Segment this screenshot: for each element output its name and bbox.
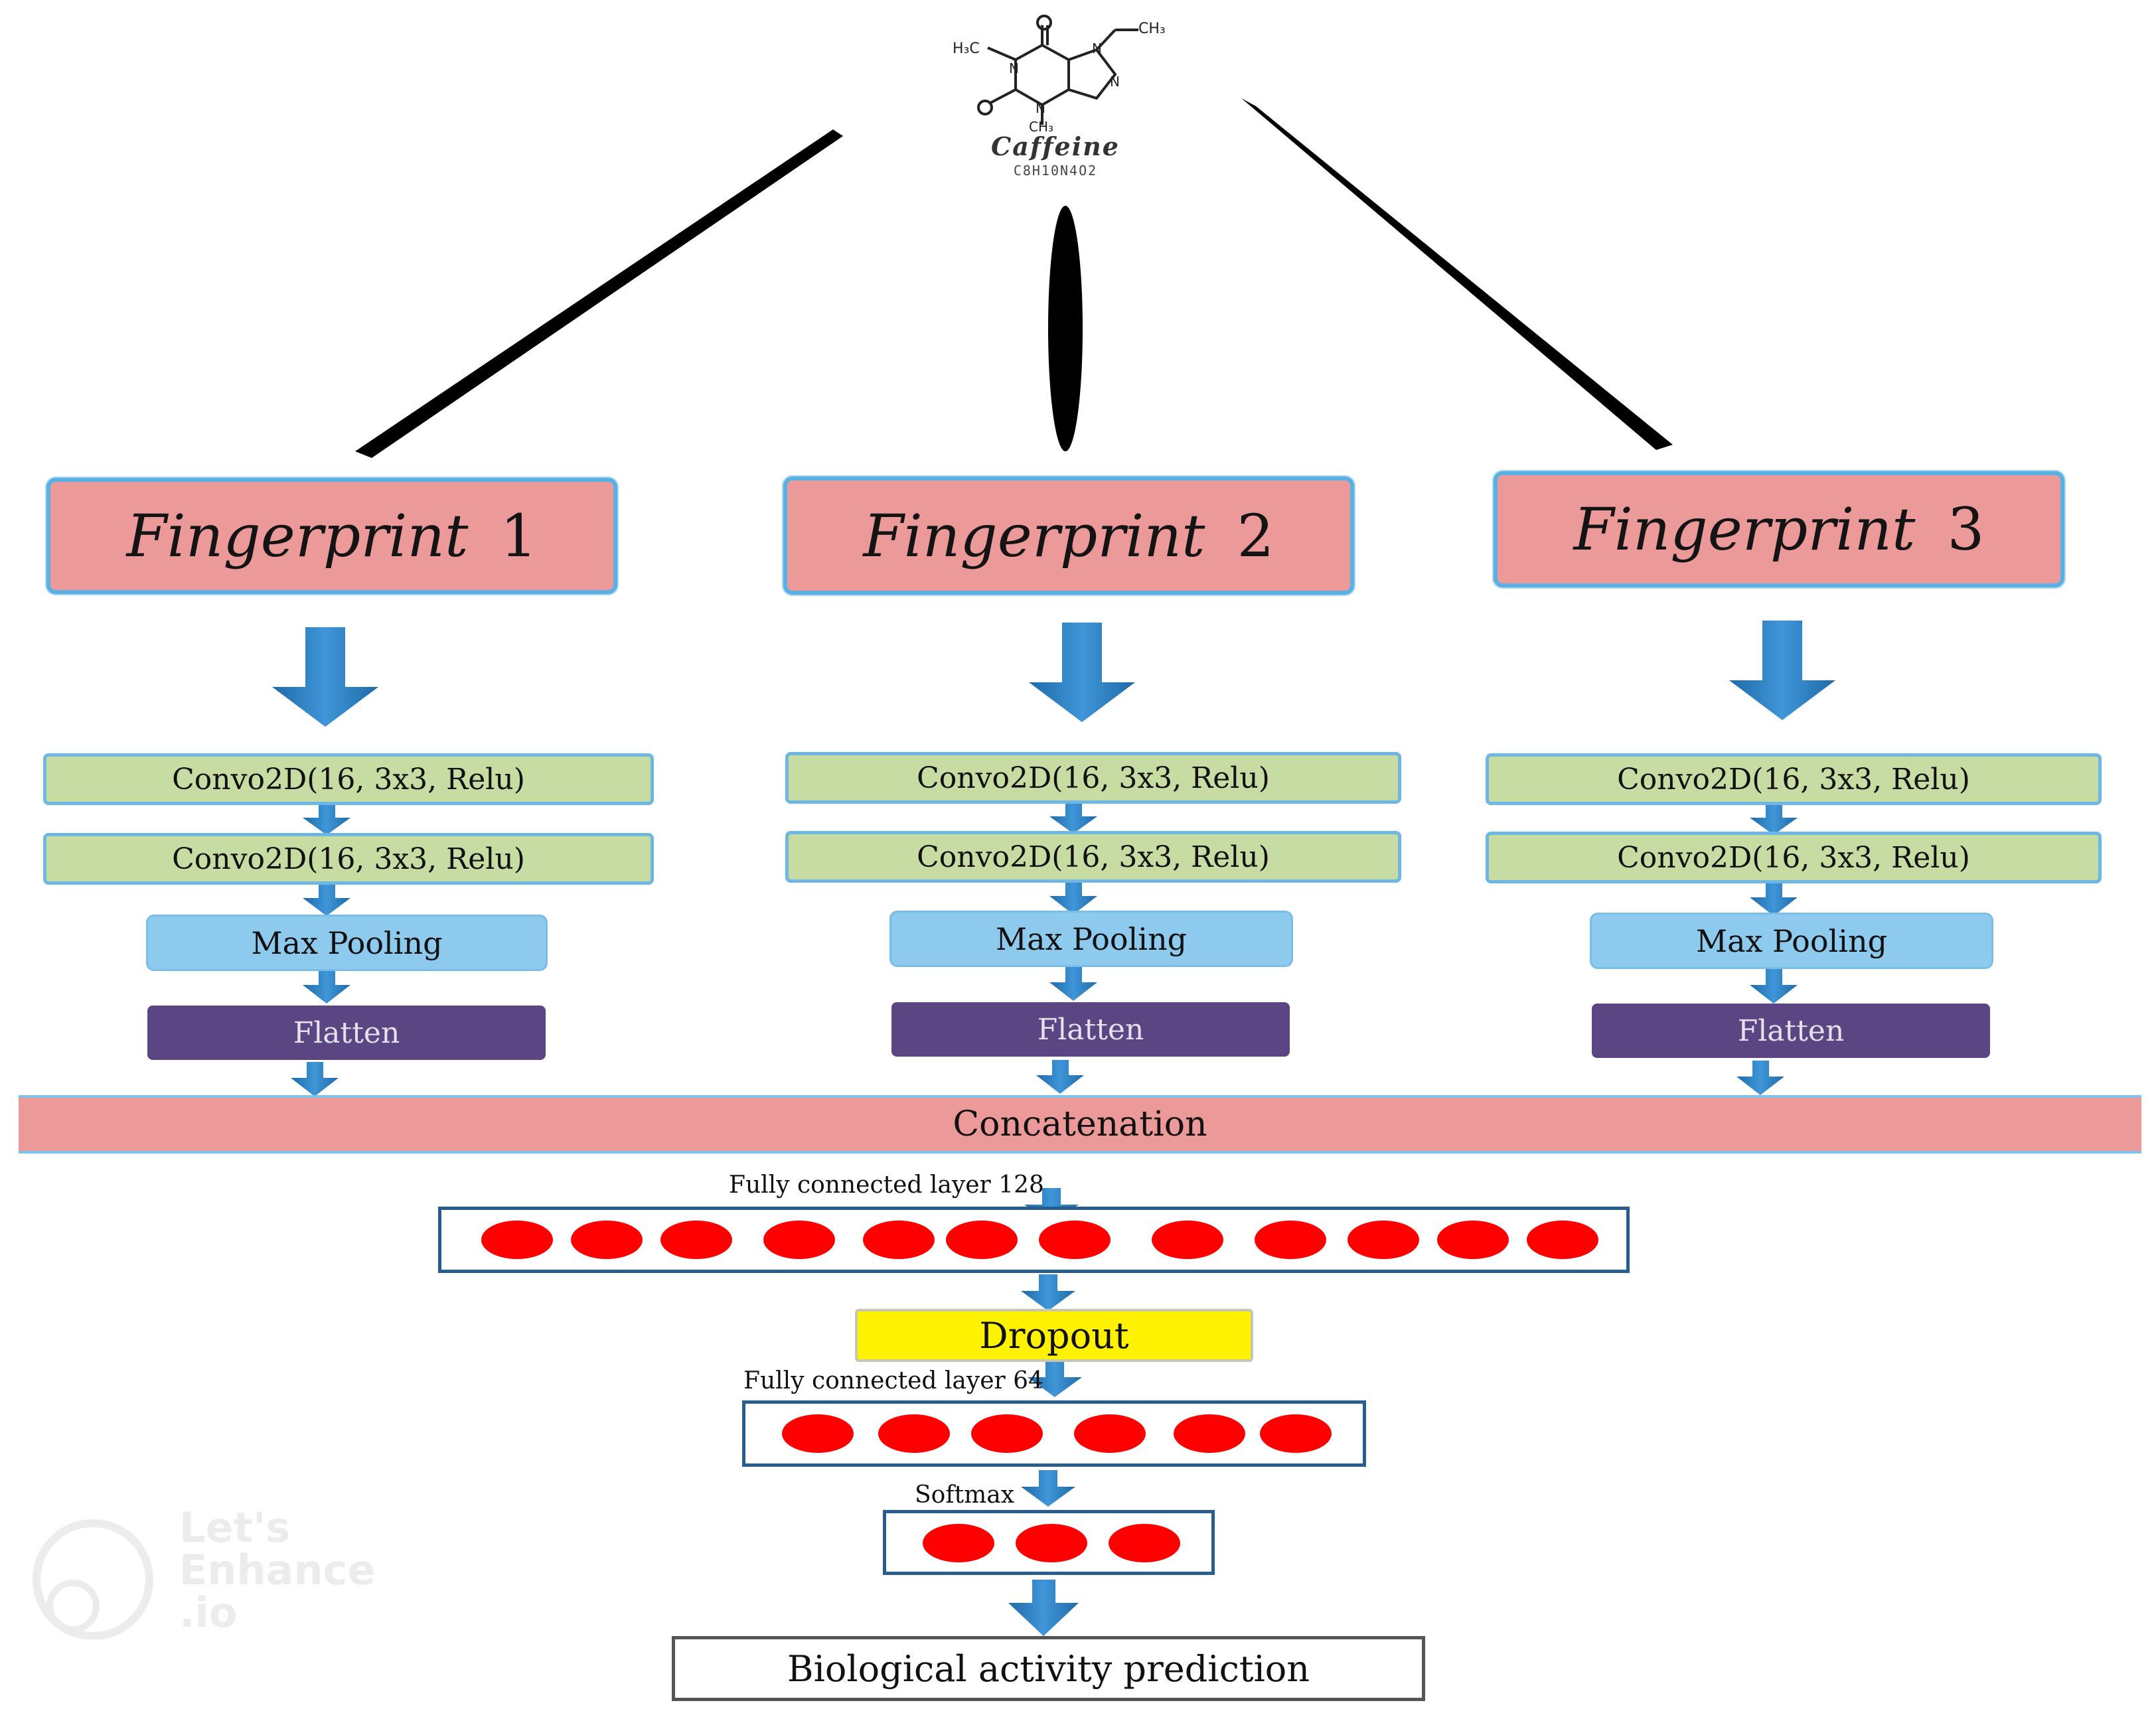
neuron (971, 1414, 1043, 1453)
connector-right (1241, 98, 1673, 450)
conv2d-layer-1-col3: Convo2D(16, 3x3, Relu) (1486, 753, 2102, 805)
fingerprint-number: 2 (1237, 501, 1274, 570)
svg-text:CH₃: CH₃ (1029, 119, 1053, 133)
fingerprint-1-box: Fingerprint 1 (46, 478, 617, 594)
neuron (660, 1221, 732, 1259)
neuron (1039, 1221, 1111, 1259)
conv2d-layer-2-col3: Convo2D(16, 3x3, Relu) (1486, 832, 2102, 883)
softmax-label: Softmax (915, 1481, 1015, 1509)
svg-text:N: N (1036, 100, 1045, 116)
neuron (1255, 1221, 1326, 1259)
conv2d-layer-1-col2: Convo2D(16, 3x3, Relu) (785, 752, 1401, 804)
neuron (1527, 1221, 1598, 1259)
fingerprint-label: Fingerprint (126, 502, 469, 570)
neuron (1437, 1221, 1509, 1259)
watermark-logo-icon (33, 1519, 153, 1640)
neuron (946, 1221, 1018, 1259)
fingerprint-label: Fingerprint (1573, 495, 1916, 563)
fc64-label: Fully connected layer 64 (743, 1367, 1043, 1394)
neuron (1260, 1414, 1332, 1453)
neuron (571, 1221, 643, 1259)
svg-text:H₃C: H₃C (953, 40, 980, 57)
neuron (1348, 1221, 1419, 1259)
conv2d-layer-2-col1: Convo2D(16, 3x3, Relu) (43, 833, 654, 885)
svg-text:N: N (1009, 60, 1019, 76)
molecule-name: Caffeine (991, 131, 1120, 161)
arrow-fp3 (1729, 621, 1835, 720)
molecule-structure-icon: H₃C N N N N CH₃ CH₃ (953, 15, 1166, 135)
neuron (1174, 1414, 1245, 1453)
max-pooling-col1: Max Pooling (146, 915, 548, 971)
connector-middle (1048, 206, 1083, 451)
arrow-fp2 (1029, 623, 1135, 722)
output-box: Biological activity prediction (672, 1636, 1425, 1701)
fingerprint-label: Fingerprint (863, 501, 1205, 570)
concatenation-bar: Concatenation (19, 1095, 2141, 1154)
dropout-box: Dropout (855, 1309, 1253, 1362)
neuron (863, 1221, 935, 1259)
caffeine-molecule: H₃C N N N N CH₃ CH₃ Caffeine C8H10N4O2 (916, 13, 1182, 199)
neuron (763, 1221, 835, 1259)
fingerprint-number: 1 (500, 502, 538, 570)
conv2d-layer-2-col2: Convo2D(16, 3x3, Relu) (785, 831, 1401, 883)
max-pooling-col2: Max Pooling (889, 911, 1293, 967)
flatten-col1: Flatten (147, 1006, 546, 1060)
neuron (878, 1414, 950, 1453)
fc128-label: Fully connected layer 128 (729, 1171, 1044, 1199)
neuron (1109, 1524, 1180, 1562)
fc128-layer (438, 1207, 1630, 1273)
fingerprint-3-box: Fingerprint 3 (1494, 471, 2064, 587)
connector-left (355, 129, 843, 458)
fingerprint-number: 3 (1947, 495, 1985, 563)
svg-text:CH₃: CH₃ (1138, 21, 1166, 37)
arrow-fp1 (272, 627, 378, 727)
flatten-col3: Flatten (1592, 1004, 1990, 1058)
watermark-text: Let's Enhance .io (179, 1503, 376, 1637)
neuron (1074, 1414, 1146, 1453)
conv2d-layer-1-col1: Convo2D(16, 3x3, Relu) (43, 753, 654, 805)
svg-text:N: N (1092, 40, 1102, 56)
fingerprint-2-box: Fingerprint 2 (783, 477, 1354, 595)
watermark: Let's Enhance .io (27, 1507, 398, 1653)
neuron (1152, 1221, 1223, 1259)
max-pooling-col3: Max Pooling (1590, 913, 1993, 969)
molecule-formula: C8H10N4O2 (1013, 163, 1098, 179)
neuron (923, 1524, 994, 1562)
neuron (1016, 1524, 1087, 1562)
neuron (782, 1414, 854, 1453)
softmax-layer (883, 1510, 1215, 1575)
flatten-col2: Flatten (891, 1002, 1290, 1057)
svg-text:N: N (1110, 74, 1120, 90)
fc64-layer (742, 1400, 1366, 1467)
neuron (481, 1221, 553, 1259)
